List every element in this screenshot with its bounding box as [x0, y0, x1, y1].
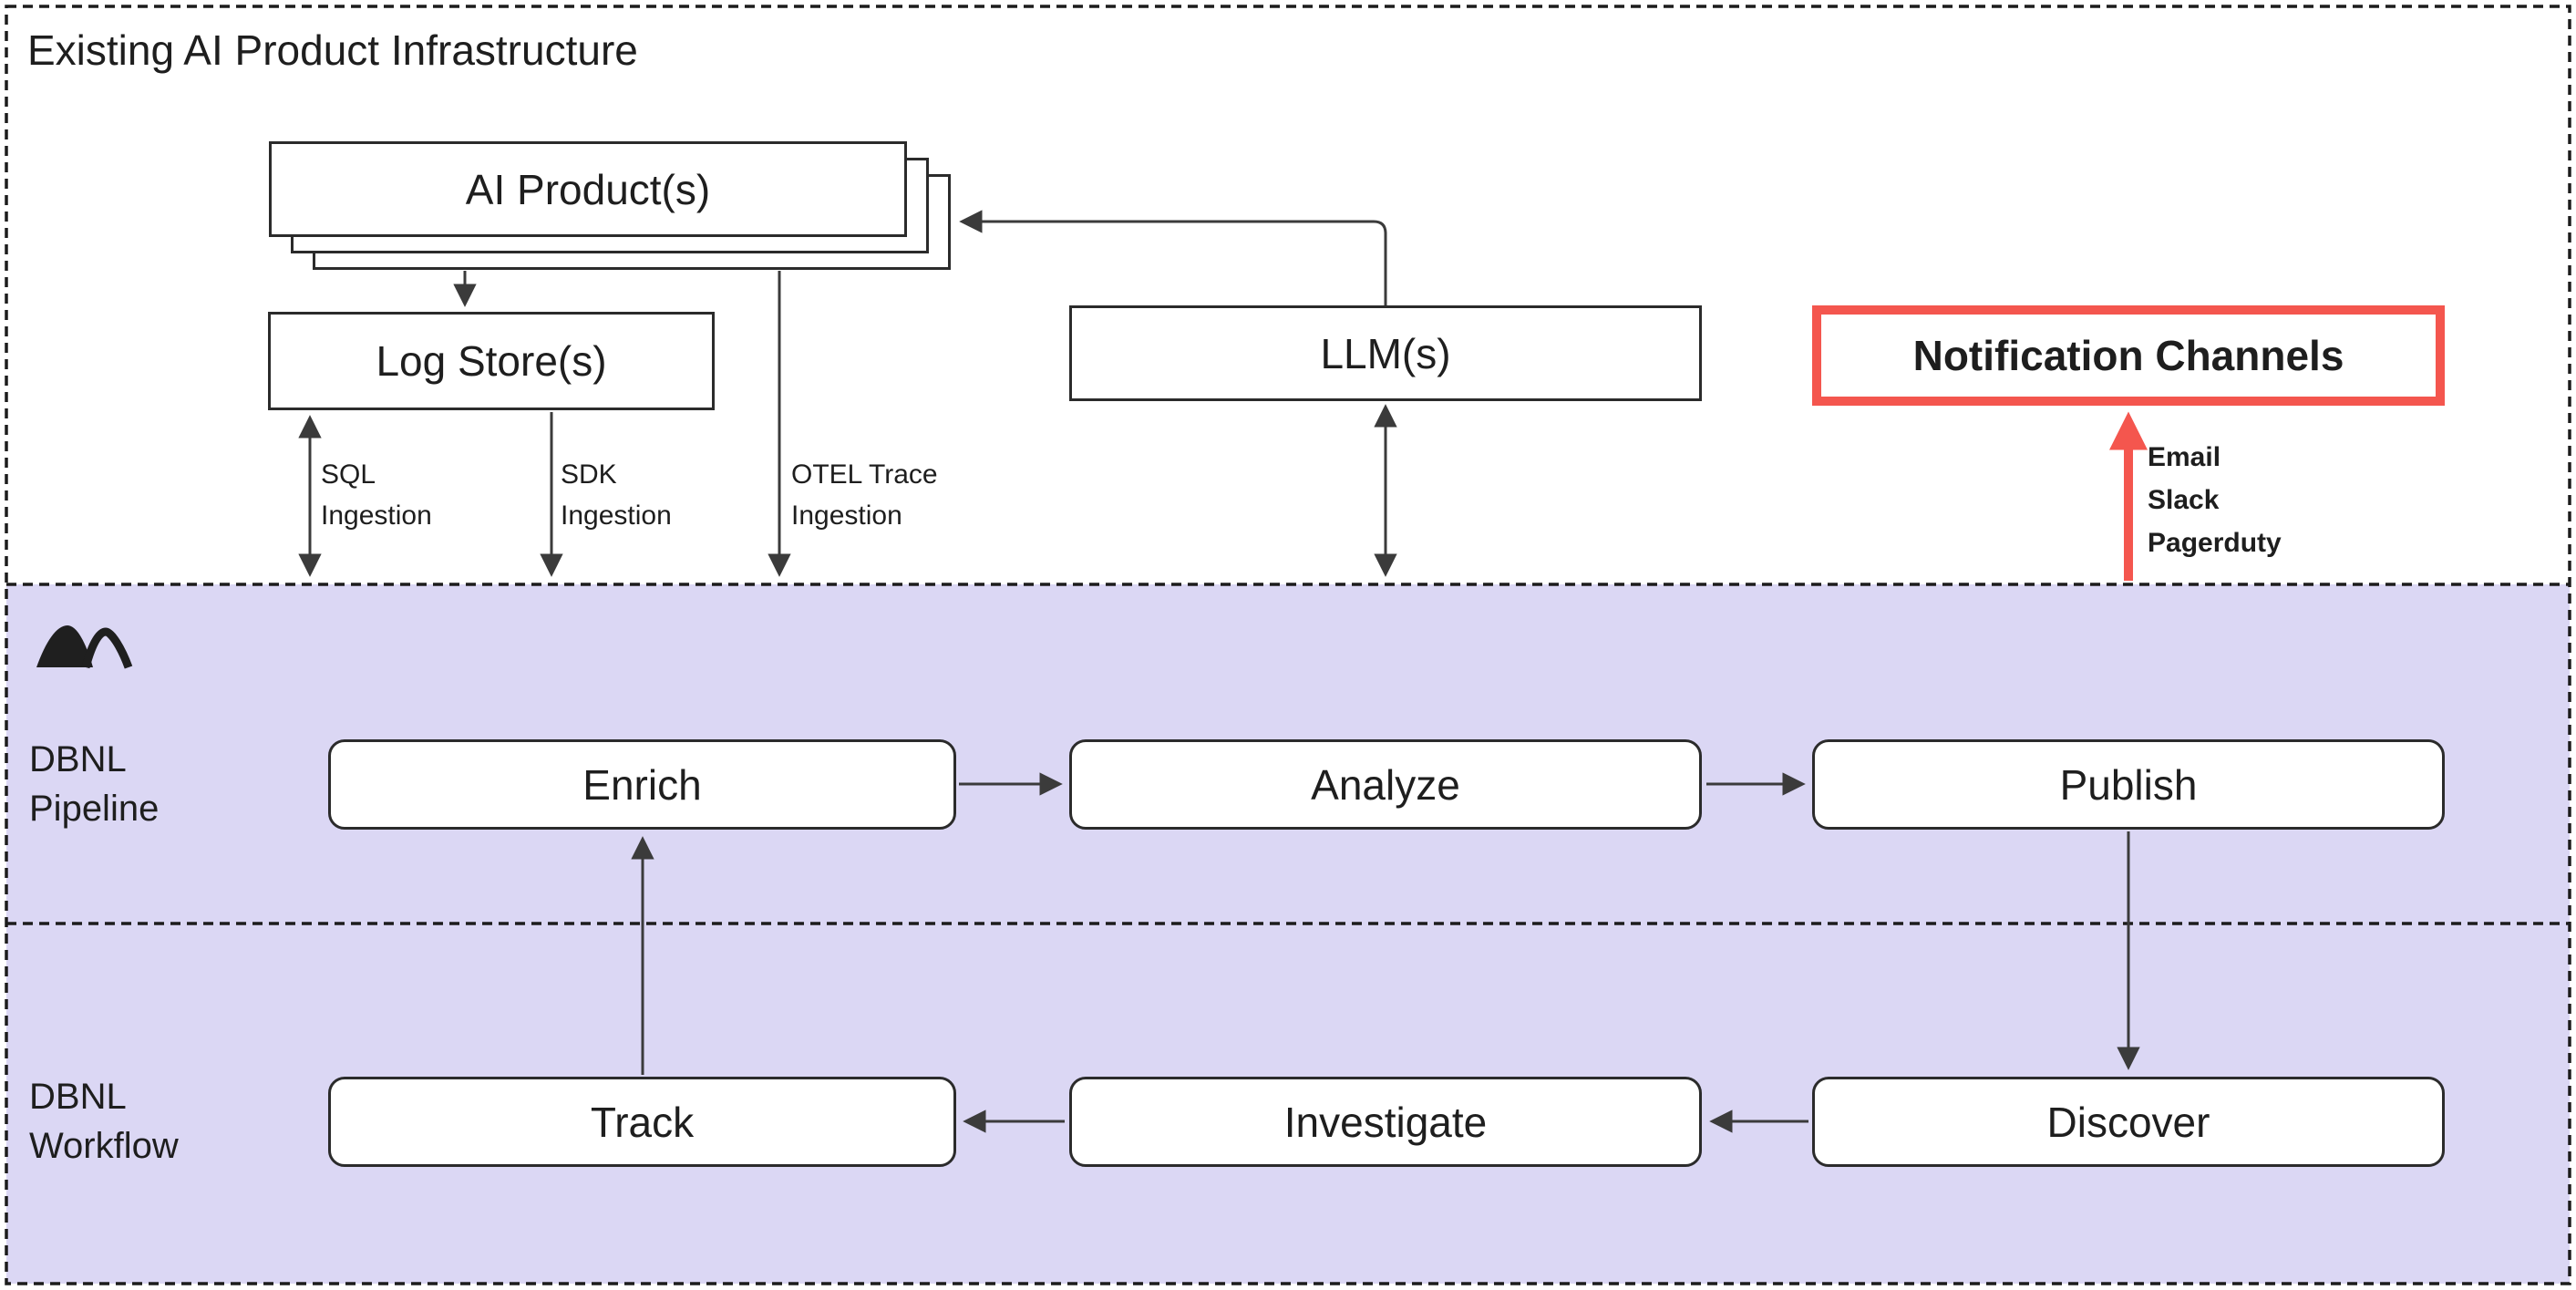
outer-dashed-border [5, 5, 2571, 1285]
dbnl-workflow-label: DBNL Workflow [29, 1077, 179, 1166]
sql-ingestion-label: SQL Ingestion [321, 459, 432, 531]
notification-channels-label: Notification Channels [1912, 332, 2344, 379]
dbnl-pipeline-label: DBNL Pipeline [29, 739, 160, 829]
channel-pagerduty: Pagerduty [2148, 528, 2282, 558]
ai-product-label: AI Product(s) [465, 165, 711, 213]
pipeline-step-enrich: Enrich [328, 739, 956, 830]
ai-product-node: AI Product(s) [269, 141, 907, 237]
log-store-node: Log Store(s) [268, 312, 715, 410]
arrow-llm-to-aiproduct [959, 210, 1387, 307]
llm-label: LLM(s) [1320, 329, 1451, 377]
pipeline-step-publish: Publish [1812, 739, 2445, 830]
diagram-title: Existing AI Product Infrastructure [27, 26, 638, 74]
log-store-label: Log Store(s) [376, 337, 607, 385]
workflow-step-discover: Discover [1812, 1077, 2445, 1167]
pipeline-step-analyze: Analyze [1069, 739, 1702, 830]
notification-channels-node: Notification Channels [1812, 305, 2445, 406]
sdk-ingestion-label: SDK Ingestion [561, 459, 672, 531]
dbnl-logo-mountain-icon [36, 625, 133, 669]
workflow-step-track: Track [328, 1077, 956, 1167]
llm-node: LLM(s) [1069, 305, 1702, 401]
workflow-step-investigate: Investigate [1069, 1077, 1702, 1167]
notification-channel-list: Email Slack Pagerduty [2148, 436, 2282, 564]
channel-slack: Slack [2148, 485, 2220, 515]
otel-ingestion-label: OTEL Trace Ingestion [791, 459, 938, 531]
channel-email: Email [2148, 442, 2221, 472]
